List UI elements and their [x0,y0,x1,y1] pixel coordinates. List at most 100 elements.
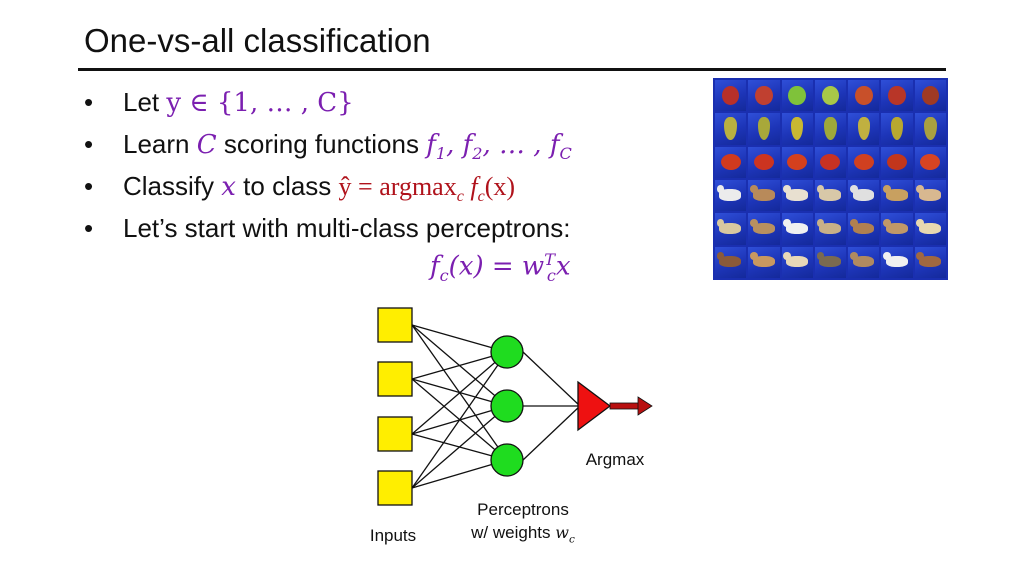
bullet-dot-icon: • [84,171,94,201]
grid-cell-tomato [848,146,880,178]
grid-cell-pear [748,113,780,145]
apple-photo [888,85,906,106]
object-image-grid [713,78,948,280]
grid-cell-tomato [814,146,847,178]
perceptron-nodes [490,335,524,477]
apple-photo [755,85,773,106]
grid-cell-animal [781,246,813,278]
title-divider [78,68,946,71]
grid-cell-apple [715,80,747,112]
grid-cell-animal [781,180,813,212]
tomato-photo [787,154,808,171]
input-node [377,307,413,343]
grid-cell-animal [748,213,780,245]
grid-cell-animal [748,180,780,212]
grid-cell-apple [881,80,913,112]
argmax-triangle-icon [577,380,612,432]
grid-cell-apple [848,80,880,112]
animal-photo [783,185,808,201]
bullet-list: • Let y ∈ {1, … , C} • Learn C scoring f… [84,82,572,250]
animal-photo [783,218,808,234]
bullet-dot-icon: • [84,213,94,243]
grid-cell-animal [814,180,847,212]
perceptron-node [490,443,524,477]
grid-cell-animal [715,180,747,212]
input-nodes [377,307,413,506]
bullet-dot-icon: • [84,87,94,117]
grid-cell-animal [881,246,913,278]
input-to-perceptron-edge [411,405,508,489]
pear-photo [857,117,871,141]
input-node [377,416,413,452]
grid-cell-animal [781,213,813,245]
input-to-perceptron-edge [411,351,508,435]
grid-cell-pear [715,113,747,145]
pear-photo [924,117,937,141]
grid-cell-pear [881,113,913,145]
animal-photo [816,252,842,268]
animal-photo [883,185,908,201]
grid-cell-animal [848,246,880,278]
apple-photo [788,85,806,106]
grid-cell-animal [814,246,847,278]
pear-photo [724,117,737,141]
grid-cell-pear [848,113,880,145]
output-arrow-head-icon [637,396,653,416]
grid-cell-apple [914,80,946,112]
pear-photo [890,117,904,141]
grid-cell-animal [914,246,946,278]
animal-photo [849,185,875,201]
input-to-perceptron-edge [411,351,508,489]
animal-photo [916,185,941,201]
bullet-item: • Let’s start with multi-class perceptro… [84,208,572,250]
animal-photo [849,218,875,234]
grid-cell-animal [748,246,780,278]
grid-cell-tomato [748,146,780,178]
animal-photo [750,252,775,268]
grid-cell-tomato [715,146,747,178]
animal-photo [816,185,842,201]
animal-photo [716,252,742,268]
grid-cell-animal [848,213,880,245]
perceptrons-label: Perceptrons [477,500,569,519]
perceptron-to-argmax-edge [522,405,581,461]
pear-photo [790,117,804,141]
tomato-photo [820,154,841,171]
output-arrow-shaft [609,402,641,410]
bullet-item: • Learn C scoring functions f1, f2, … , … [84,124,572,166]
slide-title: One-vs-all classification [84,22,431,59]
argmax-node [577,380,653,432]
pear-photo [824,117,837,141]
apple-photo [921,85,940,106]
grid-cell-pear [814,113,847,145]
grid-cell-animal [814,213,847,245]
grid-cell-apple [748,80,780,112]
tomato-photo [720,154,741,171]
bullet-item: • Classify x to class ŷ = argmaxc fc(x) [84,166,572,208]
grid-cell-animal [715,246,747,278]
grid-cell-pear [781,113,813,145]
tomato-photo [887,154,908,171]
grid-cell-apple [814,80,847,112]
animal-photo [916,218,941,234]
animal-photo [750,185,775,201]
animal-photo [883,252,908,268]
tomato-photo [753,154,774,171]
perceptron-node [490,335,524,369]
grid-cell-tomato [881,146,913,178]
grid-cell-animal [848,180,880,212]
grid-cell-animal [715,213,747,245]
apple-photo [855,85,873,106]
perceptron-node [490,389,524,423]
perceptron-equation: fc(x) = wTcx [430,250,571,285]
perceptron-to-argmax-edge [522,351,581,407]
inputs-label: Inputs [369,526,417,545]
grid-cell-pear [914,113,946,145]
input-node [377,361,413,397]
input-node [377,470,413,506]
animal-photo [883,218,908,234]
tomato-photo [920,154,941,171]
grid-cell-animal [914,213,946,245]
animal-photo [716,218,742,234]
